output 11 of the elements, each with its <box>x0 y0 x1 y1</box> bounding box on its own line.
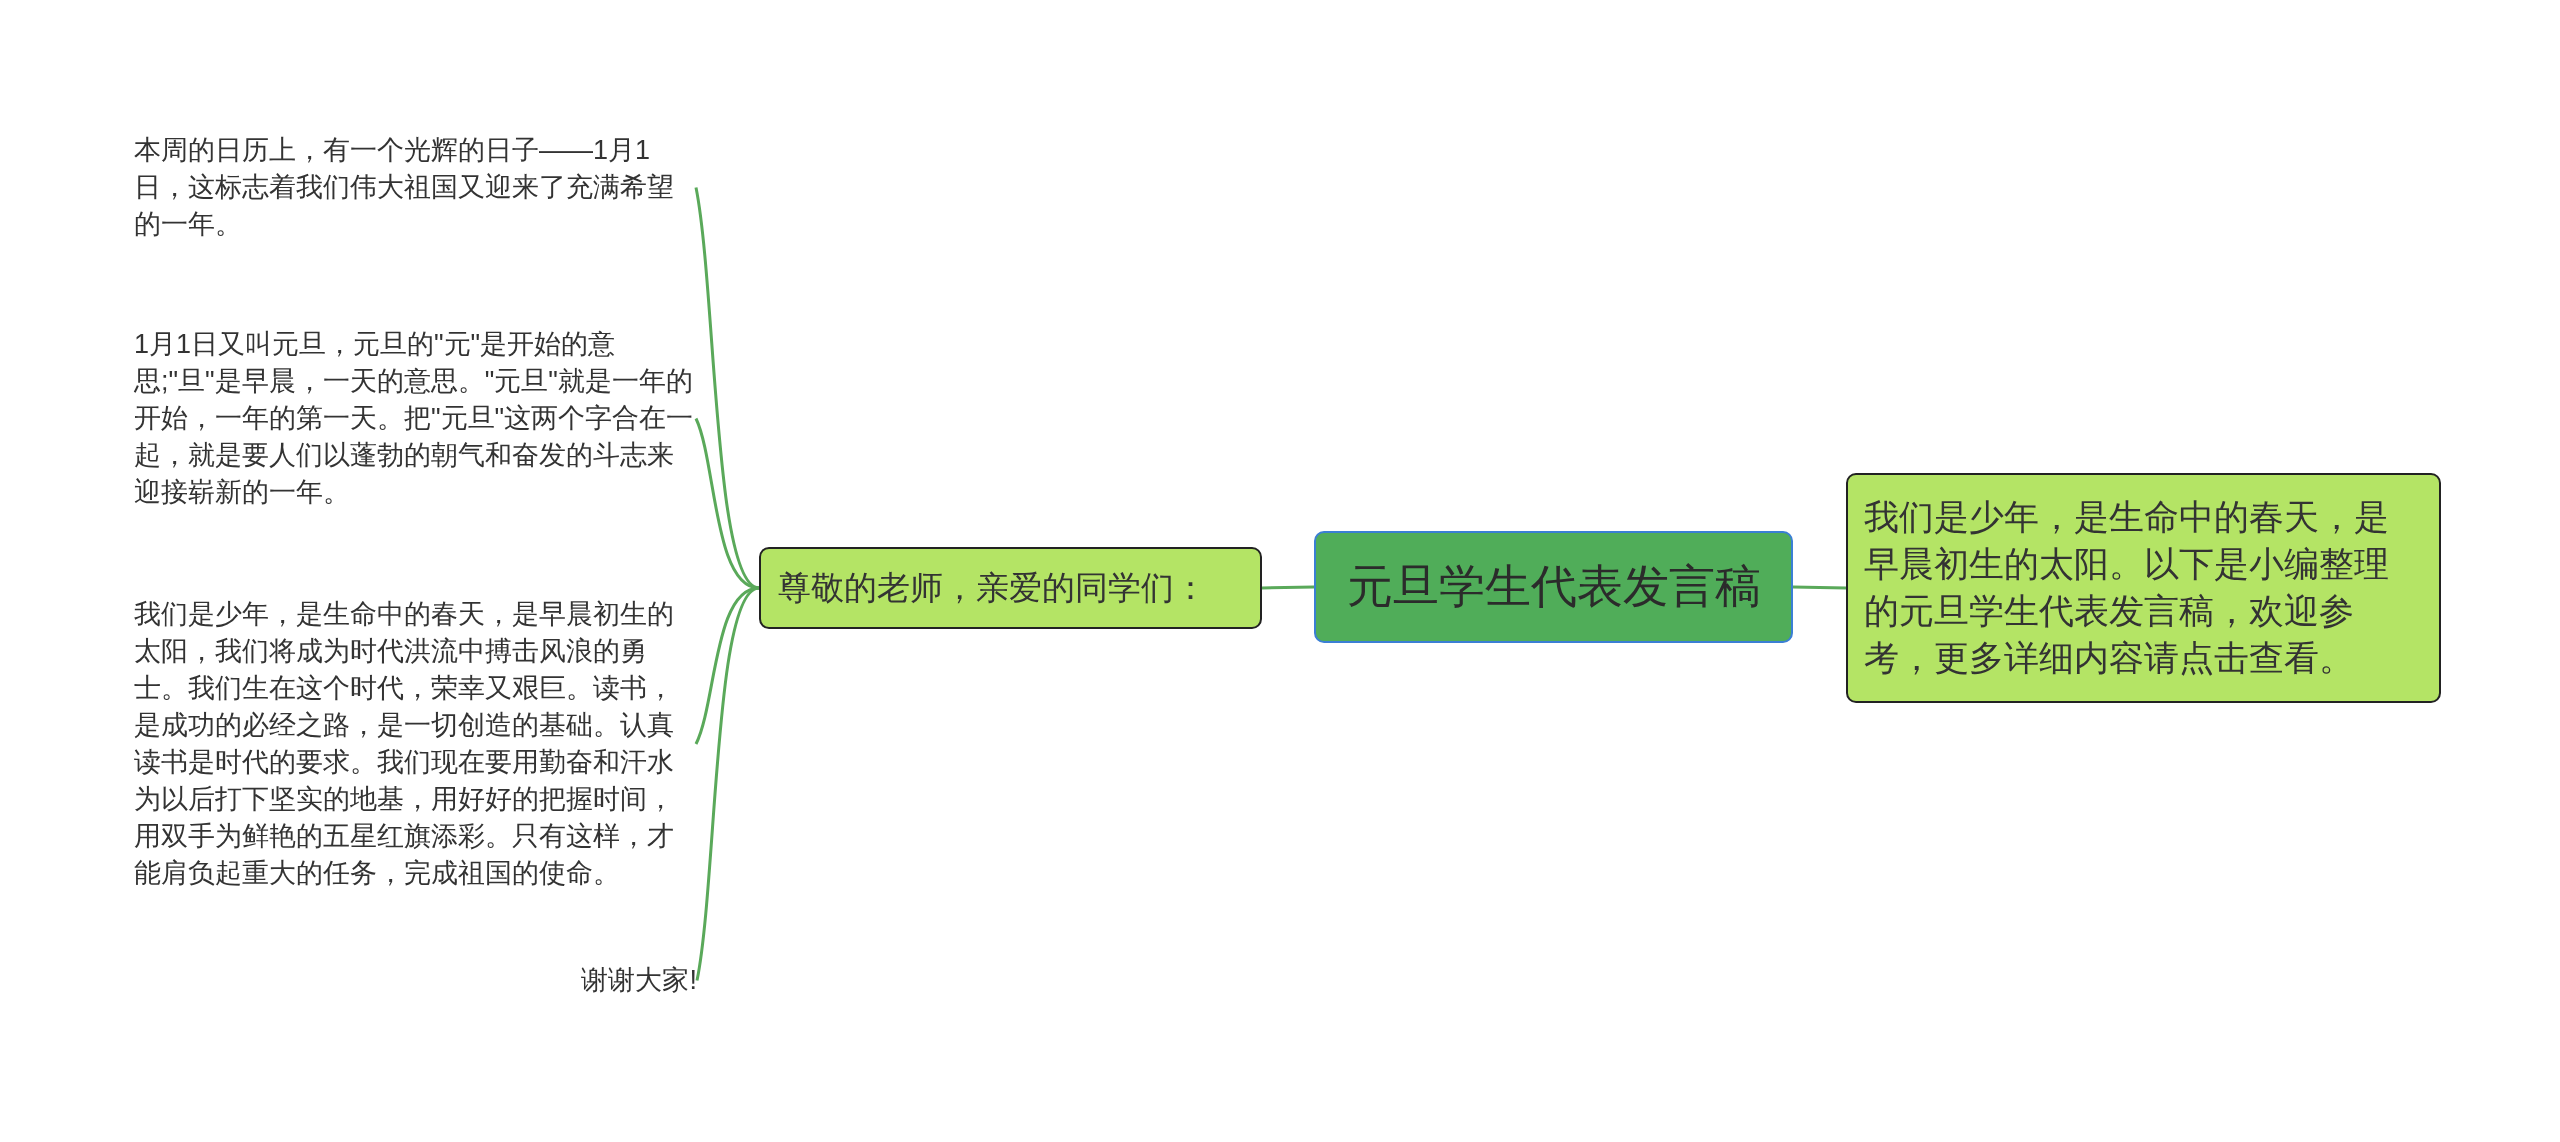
branch-line <box>694 417 760 590</box>
paragraph-text: 本周的日历上，有一个光辉的日子——1月1日，这标志着我们伟大祖国又迎来了充满希望的一年。 <box>134 132 696 243</box>
branch-line <box>1261 585 1315 590</box>
paragraph-text: 1月1日又叫元旦，元旦的"元"是开始的意思;"旦"是早晨，一天的意思。"元旦"就是一年的开始，一年的第一天。把"元旦"这两个字合在一起，就是要人们以蓬勃的朝气和奋发的斗志来迎接崭新的一年。 <box>134 326 696 511</box>
branch-line <box>695 586 760 981</box>
closing-text: 谢谢大家! <box>581 962 697 999</box>
branch-line <box>1792 585 1847 590</box>
paragraph-text: 我们是少年，是生命中的春天，是早晨初生的太阳，我们将成为时代洪流中搏击风浪的勇士。我们生在这个时代，荣幸又艰巨。读书，是成功的必经之路，是一切创造的基础。认真读书是时代的要求。我们现在要用勤奋和汗水为以后打下坚实的地基，用好好的把握时间，用双手为鲜艳的五星红旗添彩。只有这样，才能肩负起重大的任务，完成祖国的使命。 <box>134 596 696 892</box>
central-topic-box: 元旦学生代表发言稿 <box>1314 531 1793 643</box>
topic-box: 尊敬的老师，亲爱的同学们： <box>759 547 1262 629</box>
note-box: 我们是少年，是生命中的春天，是早晨初生的太阳。以下是小编整理的元旦学生代表发言稿，欢迎参考，更多详细内容请点击查看。 <box>1846 473 2441 703</box>
